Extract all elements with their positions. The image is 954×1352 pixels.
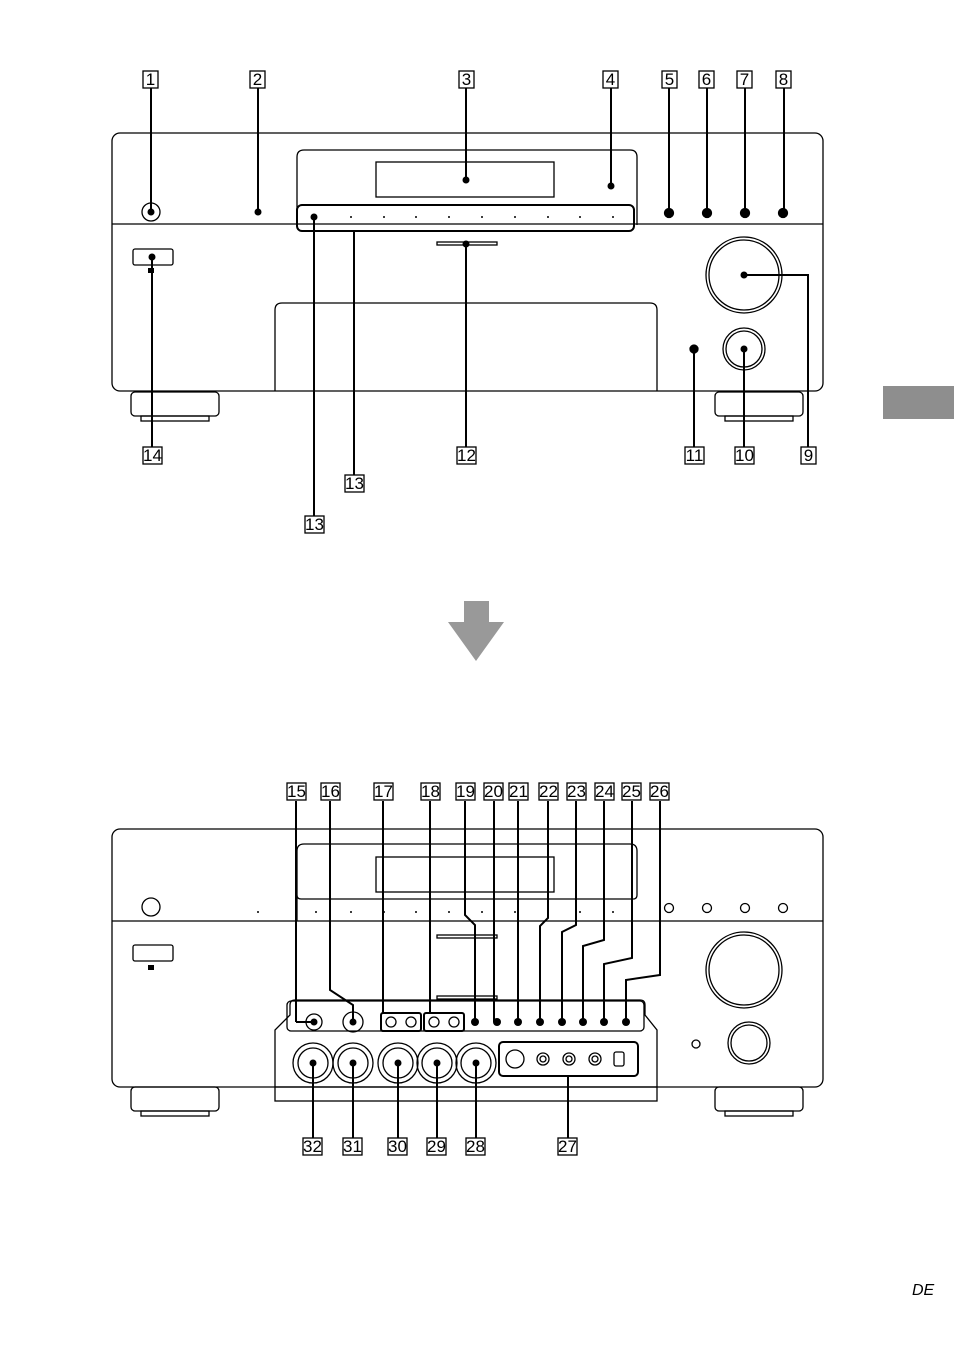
callout-30: 30	[387, 1137, 408, 1156]
callout-13b: 13	[304, 515, 325, 534]
callout-2: 2	[249, 70, 266, 89]
callout-6: 6	[698, 70, 715, 89]
callout-13a: 13	[344, 474, 365, 493]
callout-19: 19	[455, 782, 476, 801]
svg-text:29: 29	[427, 1137, 446, 1156]
svg-text:15: 15	[287, 782, 306, 801]
svg-text:27: 27	[558, 1137, 577, 1156]
svg-text:3: 3	[462, 70, 471, 89]
svg-text:14: 14	[143, 446, 162, 465]
callout-14: 14	[142, 446, 163, 465]
page-language-code: DE	[912, 1282, 935, 1299]
callout-24: 24	[594, 782, 615, 801]
svg-text:21: 21	[509, 782, 528, 801]
svg-text:22: 22	[539, 782, 558, 801]
callout-23: 23	[566, 782, 587, 801]
svg-text:12: 12	[457, 446, 476, 465]
svg-text:28: 28	[466, 1137, 485, 1156]
callout-7: 7	[736, 70, 753, 89]
svg-text:6: 6	[702, 70, 711, 89]
callout-10: 10	[734, 446, 755, 465]
svg-text:8: 8	[779, 70, 788, 89]
callout-28: 28	[465, 1137, 486, 1156]
svg-text:19: 19	[456, 782, 475, 801]
svg-text:23: 23	[567, 782, 586, 801]
svg-text:1: 1	[146, 70, 155, 89]
callout-4: 4	[602, 70, 619, 89]
svg-text:30: 30	[388, 1137, 407, 1156]
down-arrow-icon	[448, 601, 504, 661]
svg-text:11: 11	[686, 446, 704, 465]
svg-text:25: 25	[622, 782, 641, 801]
front-panel-open	[111, 828, 824, 1117]
svg-text:2: 2	[253, 70, 262, 89]
svg-text:5: 5	[665, 70, 674, 89]
svg-text:20: 20	[484, 782, 503, 801]
leader-dots-top	[147, 176, 748, 353]
callout-16: 16	[320, 782, 341, 801]
front-panel-closed	[111, 132, 824, 422]
callout-5: 5	[661, 70, 678, 89]
svg-text:18: 18	[421, 782, 440, 801]
svg-text:26: 26	[650, 782, 669, 801]
svg-text:13: 13	[305, 515, 324, 534]
svg-text:32: 32	[303, 1137, 322, 1156]
callout-27: 27	[557, 1137, 578, 1156]
strip-ticks-bottom	[148, 911, 614, 970]
svg-text:7: 7	[740, 70, 749, 89]
callout-8: 8	[775, 70, 792, 89]
callout-26: 26	[649, 782, 670, 801]
callout-17: 17	[373, 782, 394, 801]
callout-25: 25	[621, 782, 642, 801]
callout-20: 20	[483, 782, 504, 801]
callout-11: 11	[684, 446, 705, 465]
leader-lines-bottom	[295, 801, 661, 1138]
svg-text:17: 17	[374, 782, 393, 801]
callout-29: 29	[426, 1137, 447, 1156]
svg-text:24: 24	[595, 782, 614, 801]
leader-lines-top	[150, 88, 809, 516]
callout-22: 22	[538, 782, 559, 801]
callout-1: 1	[142, 70, 159, 89]
svg-text:31: 31	[343, 1137, 362, 1156]
callout-15: 15	[286, 782, 307, 801]
callout-18: 18	[420, 782, 441, 801]
svg-text:9: 9	[804, 446, 813, 465]
svg-text:16: 16	[321, 782, 340, 801]
svg-text:4: 4	[606, 70, 615, 89]
callout-9: 9	[800, 446, 817, 465]
section-tab	[883, 386, 954, 419]
callout-21: 21	[508, 782, 529, 801]
leader-dots-bottom	[309, 1018, 630, 1067]
callout-32: 32	[302, 1137, 323, 1156]
callout-31: 31	[342, 1137, 363, 1156]
callout-3: 3	[458, 70, 475, 89]
svg-text:13: 13	[345, 474, 364, 493]
svg-text:10: 10	[735, 446, 754, 465]
callout-12: 12	[456, 446, 477, 465]
